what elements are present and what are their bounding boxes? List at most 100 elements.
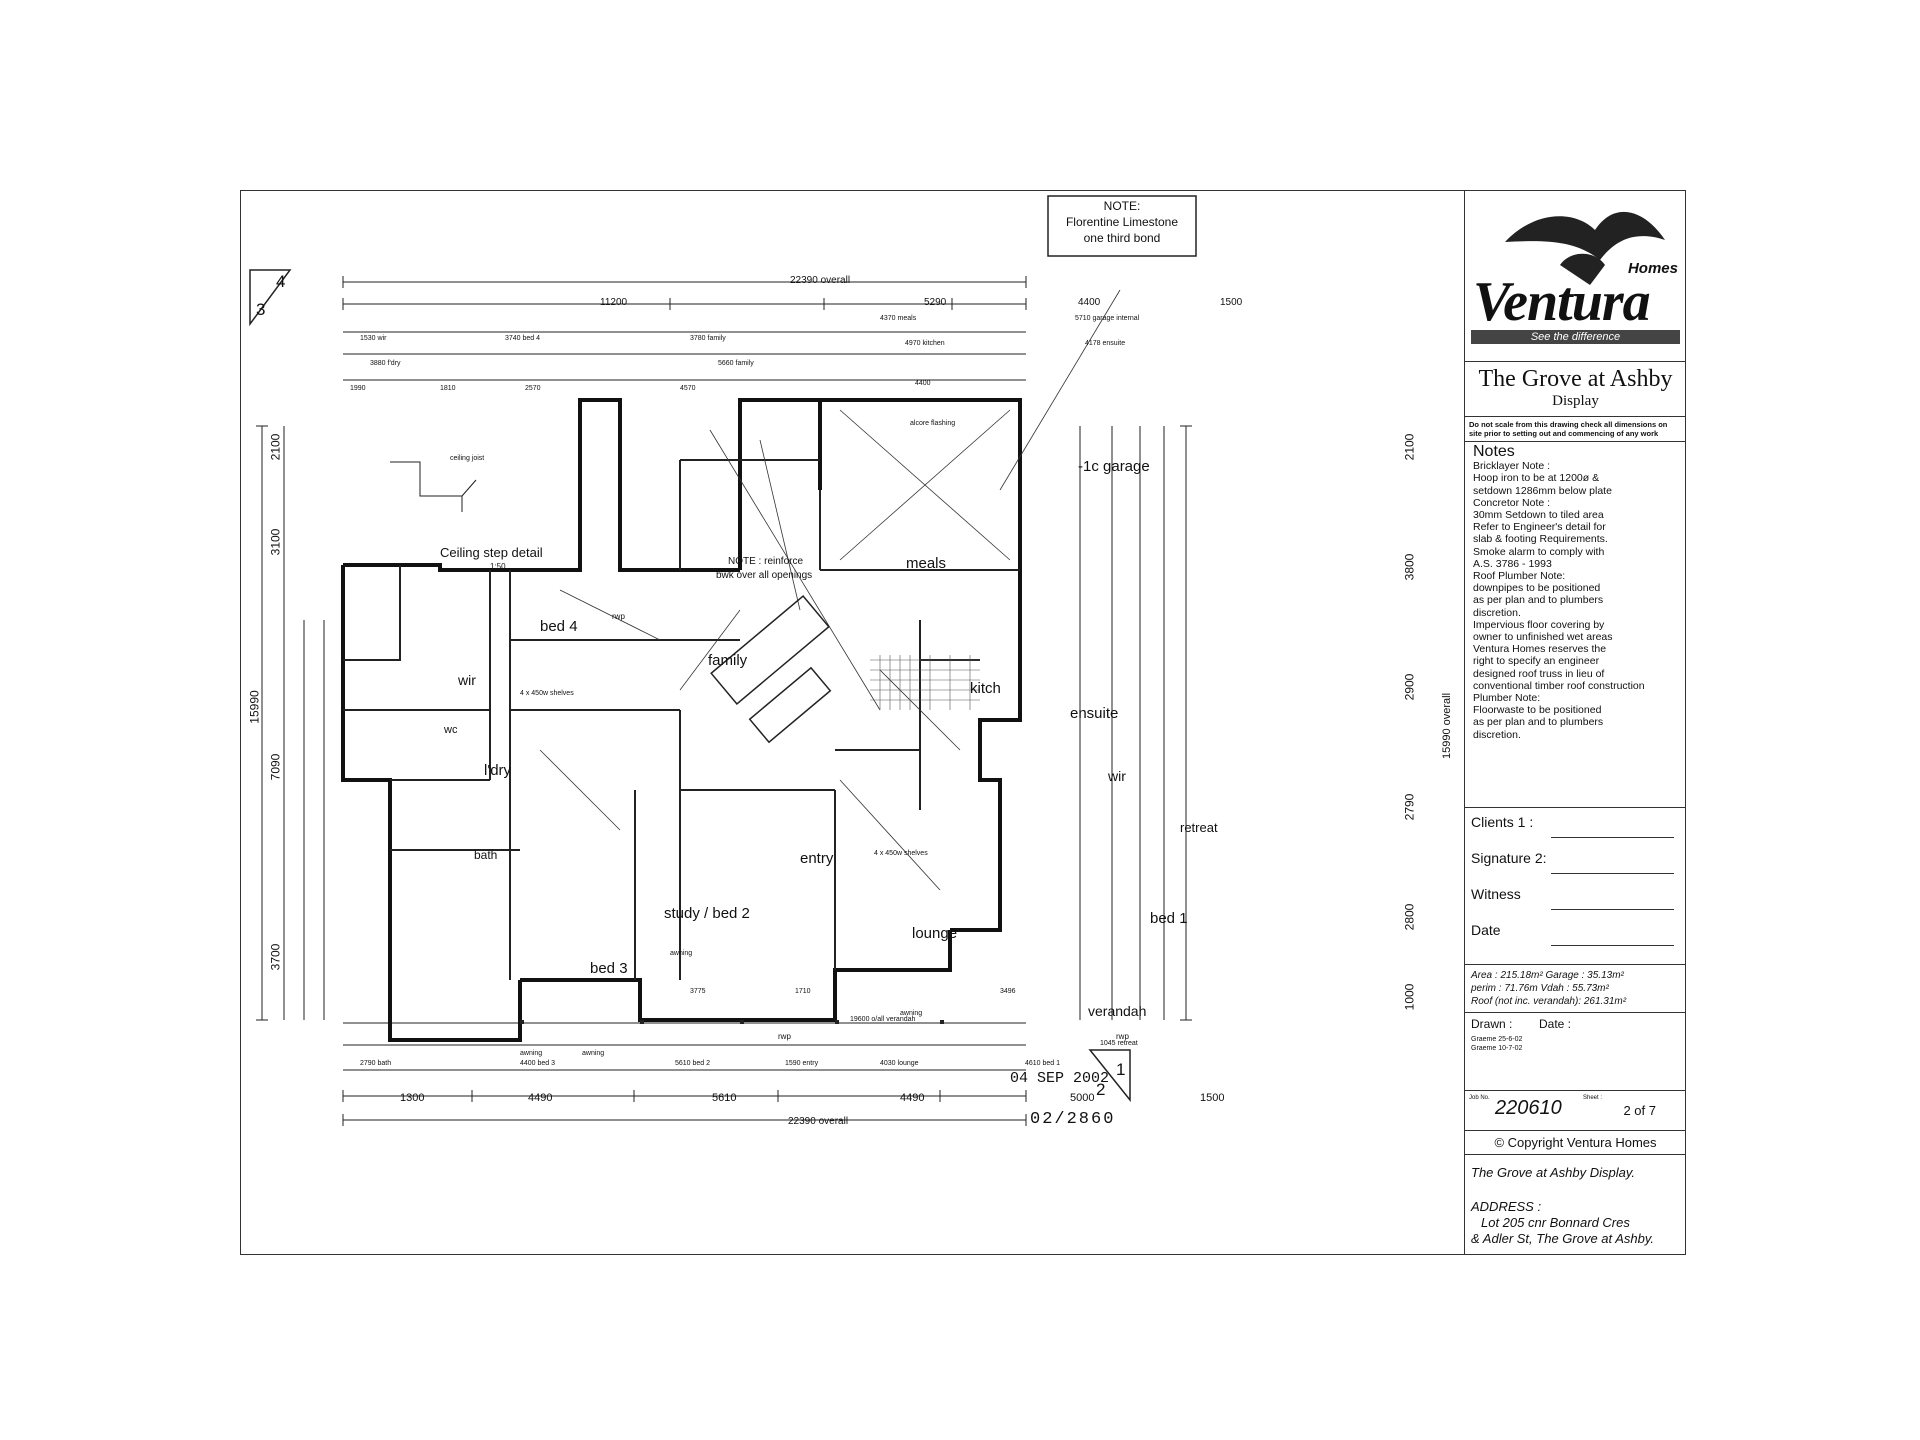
awning-label-3: awning [670,950,693,957]
lounge-shelves-note: 4 x 450w shelves [874,850,928,857]
dim-right-2100: 2100 [1402,433,1417,461]
ceiling-joist-label: ceiling joist [450,455,485,462]
section-marker-34 [249,269,292,327]
scale-warning: Do not scale from this drawing check all… [1465,417,1686,442]
note-line: Ventura Homes reserves the [1473,643,1607,656]
dim-right-total: 15990 overall [1441,692,1454,760]
dim-left-2100: 2100 [268,433,283,461]
area-line-2: perim : 71.76m Vdah : 55.73m² [1471,983,1609,994]
ventura-logo: Homes Ventura See the difference [1465,190,1686,362]
dim-right-2790: 2790 [1402,793,1417,821]
dim-top-kitchen: 4970 kitchen [905,340,945,347]
reinforce-note: NOTE : reinforce [728,556,804,567]
ceiling-step-title: Ceiling step detail [440,545,543,560]
dim-top-2570: 2570 [525,385,541,392]
dim-top-1990: 1990 [350,385,366,392]
dim-bottom-bed1: 4610 bed 1 [1025,1060,1061,1067]
clients-line [1551,837,1674,838]
note-line: owner to unfinished wet areas [1473,631,1613,644]
date-label: Date [1471,922,1501,938]
dim-bottom-4490: 4490 [528,1092,553,1104]
dim-bottom-lounge: 4030 lounge [880,1060,919,1067]
signature-label: Signature 2: [1471,850,1547,866]
dim-bottom-bed2: 5610 bed 2 [675,1060,711,1067]
drawn-panel: Drawn : Date : Graeme 25-6-02 Graeme 10-… [1465,1013,1686,1091]
dim-bottom-retreat: 1045 retreat [1100,1040,1138,1047]
project-subtitle: Display [1552,393,1599,409]
room-wir-1: wir [458,672,476,688]
dim-top-bed4: 3740 bed 4 [505,335,541,342]
room-wc: wc [444,724,458,736]
dim-bottom-3775: 3775 [690,988,706,995]
dim-top-4400: 4400 [1078,297,1101,308]
ceiling-step-detail [390,461,477,512]
council-number-stamp: 02/2860 [1030,1110,1116,1129]
room-garage: -1c garage [1078,458,1150,475]
dim-bottom-5610: 5610 [712,1092,737,1104]
logo-homes-text: Homes [1627,260,1678,277]
note-box-text: NOTE: Florentine Limestone one third bon… [1048,198,1196,246]
dim-left-7090: 7090 [268,753,283,781]
section-marker-3: 3 [256,300,266,319]
job-number: 220610 [1495,1097,1562,1119]
verandah-posts [520,1020,944,1024]
note-box-line-2: Florentine Limestone [1065,215,1179,229]
drawing-sheet [240,190,1686,1255]
reinforce-note-2: bwk over all openings [716,570,813,581]
dim-top-garage: 5710 garage internal [1075,315,1140,322]
copyright: © Copyright Ventura Homes [1465,1131,1686,1155]
floor-plan [249,195,1197,1126]
section-marker-2: 2 [1096,1080,1106,1099]
rwp-label-3: rwp [1116,1032,1129,1041]
dim-bottom-verandah: 19600 o/all verandah [850,1016,916,1023]
drawn-row: Graeme 10-7-02 [1471,1045,1523,1052]
dim-top-family2: 5660 family [718,360,754,367]
clients-label: Clients 1 : [1471,814,1534,830]
dim-top-11200: 11200 [600,297,628,308]
dim-top-1500: 1500 [1220,297,1243,308]
note-line: Roof Plumber Note: [1473,570,1566,583]
note-line: Bricklayer Note : [1473,460,1551,473]
note-line: discretion. [1473,728,1521,741]
dim-bottom-entry: 1590 entry [785,1060,819,1067]
logo-brand-text: Ventura [1473,271,1651,333]
dim-top-4570: 4570 [680,385,696,392]
internal-walls [343,459,1020,980]
rwp-label-1: rwp [612,612,625,621]
alcore-flashing-label: alcore flashing [910,420,956,427]
note-line: designed roof truss in lieu of [1473,667,1605,680]
dim-top-meals: 4370 meals [880,315,917,322]
leader-lines [539,289,1121,891]
sheet-number: 2 of 7 [1623,1103,1656,1118]
address-line-1: Lot 205 cnr Bonnard Cres [1481,1215,1630,1230]
room-bath: bath [474,848,498,862]
drawn-label: Drawn : [1471,1017,1513,1031]
room-ensuite: ensuite [1070,705,1119,722]
dim-bottom-5000: 5000 [1070,1092,1095,1104]
received-date-stamp: 04 SEP 2002 [1010,1070,1110,1087]
dim-right-2800: 2800 [1402,903,1417,931]
area-line-3: Roof (not inc. verandah): 261.31m² [1471,996,1627,1007]
ensuite-tiles [870,655,980,710]
address-label: ADDRESS : [1471,1199,1542,1214]
witness-line [1551,909,1674,910]
dim-top-5290: 5290 [924,297,947,308]
dim-left-3700: 3700 [268,943,283,971]
note-line: Impervious floor covering by [1473,618,1605,631]
room-family: family [708,652,748,669]
note-box-line-3: one third bond [1083,231,1161,245]
dim-right-1000: 1000 [1402,983,1417,1011]
room-meals: meals [906,555,947,572]
dim-bottom-1710: 1710 [795,988,811,995]
notes-panel: Notes Bricklayer Note : Hoop iron to be … [1465,442,1686,808]
ceiling-step-scale: 1:50 [490,562,506,571]
awning-label-2: awning [582,1050,605,1057]
dim-bottom-1500: 1500 [1200,1092,1225,1104]
logo-tagline: See the difference [1471,330,1680,344]
dim-top-1810: 1810 [440,385,456,392]
date-col-label: Date : [1539,1017,1572,1031]
note-line: Concretor Note : [1473,496,1551,509]
dim-top-ldry: 3880 f'dry [370,360,401,367]
note-line: Refer to Engineer's detail for [1473,521,1606,534]
kitchen-bench [710,595,832,744]
